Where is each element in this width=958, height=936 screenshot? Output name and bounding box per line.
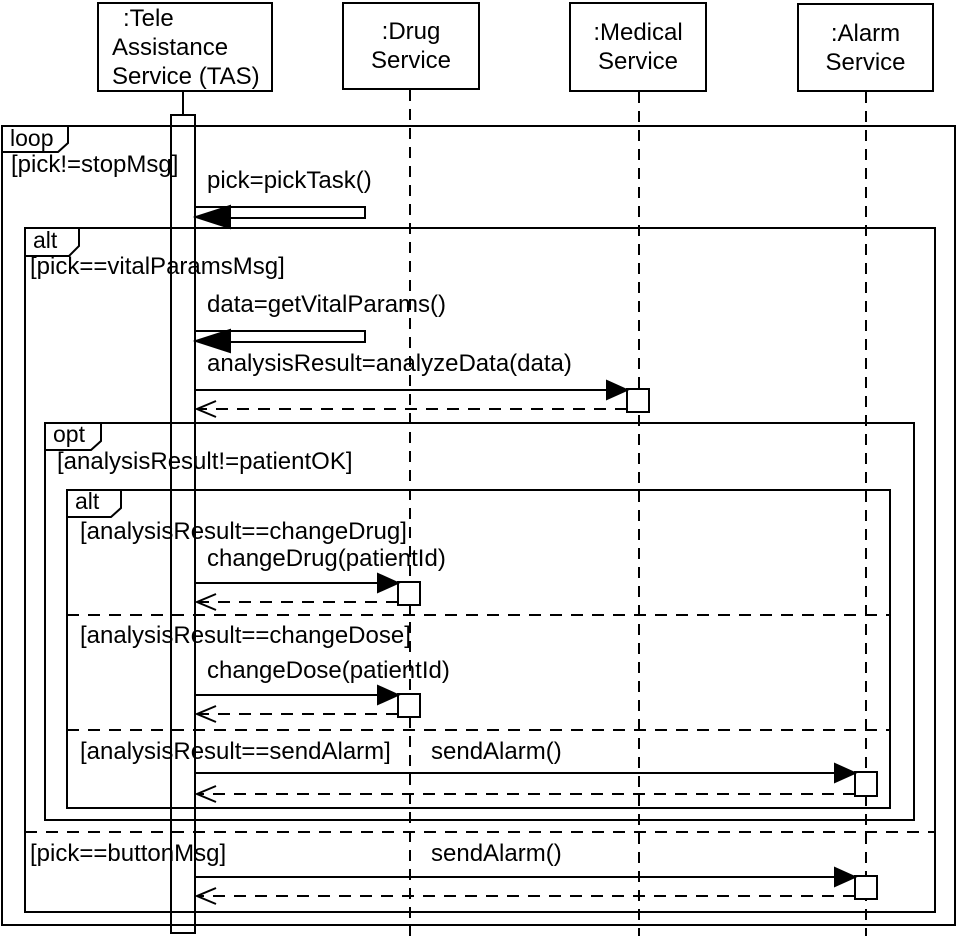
return-analyzedata-arrowhead xyxy=(194,400,217,418)
guard-patientok: [analysisResult!=patientOK] xyxy=(57,448,353,475)
activation-bar-tas xyxy=(170,114,196,934)
participant-tas-line3: Service (TAS) xyxy=(112,62,260,90)
participant-alarm-service: :Alarm Service xyxy=(797,3,934,92)
loop-frame xyxy=(1,125,956,926)
message-label-sendalarm-1: sendAlarm() xyxy=(431,738,562,765)
loop-operator-label: loop xyxy=(10,125,54,151)
message-label-getvitalparams: data=getVitalParams() xyxy=(207,291,447,318)
message-label-changedose: changeDose(patientId) xyxy=(207,657,450,684)
message-label-picktask: pick=pickTask() xyxy=(207,167,372,194)
alt-inner-frame xyxy=(66,489,891,809)
return-sendalarm-1-arrowhead xyxy=(194,785,217,803)
participant-medical-line1: :Medical xyxy=(593,19,683,46)
message-label-analyzedata: analysisResult=analyzeData(data) xyxy=(207,350,572,377)
return-sendalarm-2-arrowhead xyxy=(194,887,217,905)
participant-tas: :Tele Assistance Service (TAS) xyxy=(97,2,273,92)
guard-changedrug: [analysisResult==changeDrug] xyxy=(80,518,407,545)
self-message-getvitalparams xyxy=(196,330,366,343)
message-analyzedata-arrowhead xyxy=(606,379,630,401)
alt-outer-frame xyxy=(24,227,936,913)
guard-vitalparamsmsg: [pick==vitalParamsMsg] xyxy=(30,253,285,280)
loop-pentagon xyxy=(1,125,69,153)
participant-tas-line2: Assistance xyxy=(112,33,229,61)
participant-medical-line2: Service xyxy=(597,48,679,75)
guard-sendalarm: [analysisResult==sendAlarm] xyxy=(80,738,391,765)
opt-operator-label: opt xyxy=(53,421,85,447)
activation-alarm-sendalarm1 xyxy=(854,771,878,797)
guard-changedose: [analysisResult==changeDose] xyxy=(80,622,411,649)
message-label-changedrug: changeDrug(patientId) xyxy=(207,545,446,572)
alt-inner-pentagon xyxy=(66,489,122,518)
activation-drug-changedose xyxy=(397,693,421,718)
participant-tas-line1: :Tele xyxy=(123,4,174,32)
return-changedrug-arrowhead xyxy=(194,593,217,611)
message-sendalarm-1-arrowhead xyxy=(834,762,858,784)
opt-pentagon xyxy=(44,422,102,451)
activation-medical-analyze xyxy=(626,388,650,413)
activation-alarm-sendalarm2 xyxy=(854,875,878,900)
participant-alarm-line1: :Alarm xyxy=(830,19,901,47)
participant-drug-line1: :Drug xyxy=(381,18,441,45)
return-changedose-arrowhead xyxy=(194,705,217,723)
participant-drug-service: :Drug Service xyxy=(342,2,480,90)
alt-inner-operator-label: alt xyxy=(75,488,100,514)
message-label-sendalarm-2: sendAlarm() xyxy=(431,840,562,867)
alt-outer-pentagon xyxy=(24,227,80,257)
self-message-picktask xyxy=(196,206,366,219)
activation-drug-changedrug xyxy=(397,581,421,606)
guard-buttonmsg: [pick==buttonMsg] xyxy=(30,840,227,867)
self-message-getvitalparams-arrowhead xyxy=(192,328,231,354)
alt-outer-operator-label: alt xyxy=(33,227,58,253)
message-sendalarm-2-arrowhead xyxy=(834,866,858,888)
participant-medical-service: :Medical Service xyxy=(569,2,707,92)
message-changedose-arrowhead xyxy=(377,684,401,706)
participant-alarm-line2: Service xyxy=(825,48,906,76)
opt-frame xyxy=(44,422,915,821)
message-changedrug-arrowhead xyxy=(377,572,401,594)
guard-loop: [pick!=stopMsg] xyxy=(11,151,179,178)
self-message-picktask-arrowhead xyxy=(192,204,231,230)
participant-drug-line2: Service xyxy=(370,47,452,74)
